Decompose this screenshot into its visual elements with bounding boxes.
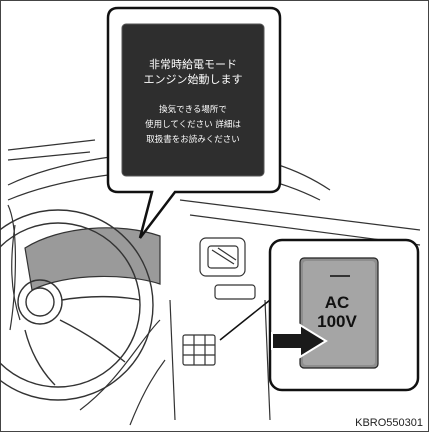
screen-message-body-line3: 取扱書をお読みください (146, 135, 240, 145)
ac-100v-button-label-voltage: 100V (317, 312, 357, 331)
screen-message-body-line2: 使用してください 詳細は (145, 120, 241, 130)
screen-message-title-line2: エンジン始動します (143, 73, 243, 86)
figure-id-label: KBRO550301 (355, 417, 423, 429)
ac-100v-button-label-ac: AC (324, 293, 350, 312)
screen-message-body-line1: 換気できる場所で (159, 105, 227, 115)
screen-message-title-line1: 非常時給電モード (149, 58, 237, 71)
